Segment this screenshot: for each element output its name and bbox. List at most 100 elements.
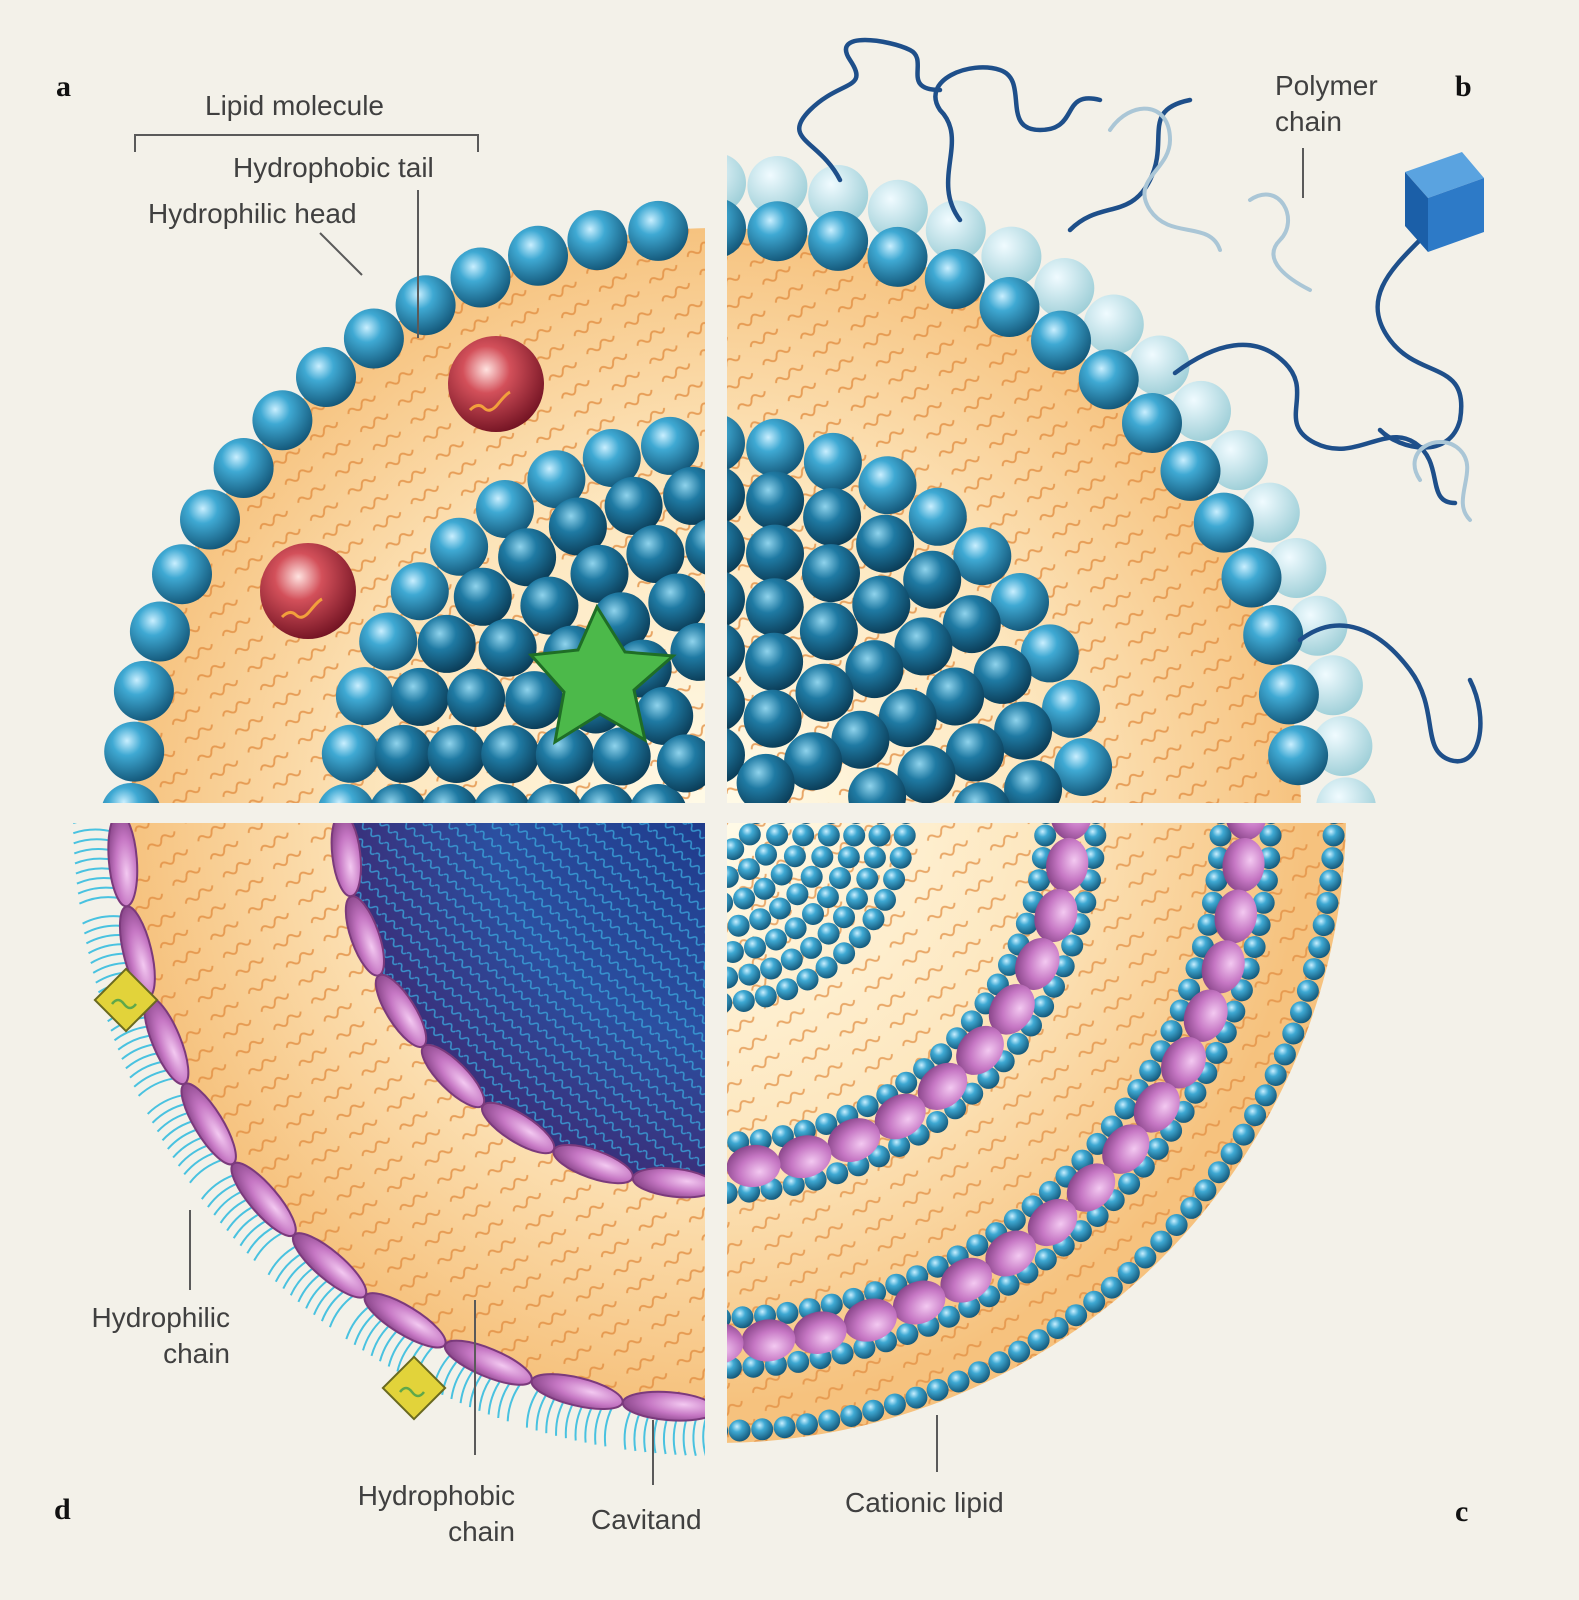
lipid-head [1252, 891, 1275, 914]
cationic-lipid [1222, 837, 1265, 892]
hydrophilic-chain [525, 1388, 540, 1428]
lipid-head [843, 824, 866, 847]
lipid-head [567, 210, 628, 271]
lipid-head [395, 275, 456, 336]
lipid-head [296, 347, 356, 407]
lipid-head [924, 249, 985, 309]
lipid-head [856, 514, 915, 573]
lipid-molecule-bracket [134, 134, 479, 152]
lipid-head [883, 868, 906, 891]
lipid-head [1038, 1180, 1061, 1203]
lipid-head [903, 550, 962, 609]
lipid-head [926, 1378, 949, 1401]
lipid-head [897, 745, 956, 803]
cationic-lipid [1027, 1198, 1078, 1247]
yellow-diamond-icon [381, 1355, 447, 1421]
lipid-head [1006, 1032, 1029, 1055]
lipid-head [727, 838, 745, 861]
lipid-head [727, 200, 746, 256]
hydrophilic-chain [82, 915, 123, 925]
lipid-head [801, 823, 811, 824]
lipid-head [811, 846, 834, 868]
lipid-head [997, 1273, 1020, 1296]
pale-lipid-head [1171, 380, 1231, 441]
cationic-lipid [956, 1025, 1004, 1075]
lipid-head [498, 528, 557, 587]
lipid-head [926, 1255, 949, 1278]
lipid-head [852, 575, 911, 634]
pale-polymer-chains [1108, 106, 1472, 522]
lipid-head [1273, 1043, 1296, 1066]
lipid-head [152, 544, 212, 605]
lipid-head [738, 963, 761, 986]
lipid-head [180, 489, 240, 550]
lipid-head [1117, 1261, 1140, 1284]
hydrophilic-chain [133, 1068, 171, 1088]
lipid-head [1027, 1329, 1050, 1352]
lipid-head [883, 1393, 906, 1416]
lipid-head [760, 957, 783, 980]
lipid-head [776, 823, 786, 824]
lipid-head [991, 573, 1049, 631]
lipid-head [1207, 1161, 1230, 1184]
core-lipid-cluster [727, 416, 1113, 803]
cationic-lipid [793, 1311, 847, 1354]
lipid-head [1258, 664, 1319, 725]
red-sphere-icon [448, 336, 544, 432]
lipid-head [858, 456, 917, 515]
lipid-head [863, 846, 886, 869]
lipid-head [738, 823, 761, 846]
lipid-head [753, 877, 776, 900]
lipid-head [792, 824, 815, 847]
lipid-head [845, 640, 904, 699]
hydrophilic-chain [497, 1379, 513, 1419]
lipid-head [769, 897, 791, 920]
lipid-head [1015, 912, 1038, 935]
lipid-head [422, 784, 478, 803]
panel-label-c: c [1455, 1495, 1469, 1528]
lipid-head [826, 1162, 849, 1185]
lipid-head [1316, 891, 1339, 914]
lipid-head [417, 614, 476, 673]
lipid-head [1061, 934, 1084, 957]
lipid-head [930, 1043, 953, 1066]
lipid-head [776, 978, 799, 1001]
lipid-head [1041, 823, 1051, 824]
pale-lipid-head [747, 156, 808, 216]
hydrophilic-chain [623, 1409, 632, 1450]
lipid-head [1221, 547, 1282, 608]
lipid-head [905, 1386, 928, 1409]
lipid-head [727, 520, 745, 574]
lipid-head [979, 277, 1040, 337]
red-sphere-icon [260, 543, 356, 639]
lipid-head [1091, 823, 1101, 824]
lipid-head [745, 578, 804, 637]
lipid-head [548, 497, 607, 556]
lipid-head [755, 843, 777, 866]
lipid-head [630, 784, 686, 803]
lipid-head [685, 519, 705, 575]
lipid-head [799, 602, 858, 661]
lipid-head [817, 922, 840, 945]
lipid-head [831, 1342, 854, 1365]
lipid-head [1054, 738, 1113, 796]
lipid-head [727, 865, 739, 888]
lipid-head [1083, 1290, 1106, 1313]
lipid-head [961, 1082, 984, 1105]
lipid-head [802, 903, 824, 925]
label-hydrophilic-chain: Hydrophilic chain [91, 1302, 231, 1369]
lipid-head [743, 689, 802, 748]
panel-d-cavitand-particle [72, 823, 705, 1457]
lipid-head [592, 727, 651, 786]
hydrophilic-chain [603, 1406, 614, 1447]
lipid-head [783, 845, 806, 868]
lipid-head [893, 824, 916, 847]
lipid-head [1319, 869, 1342, 892]
lipid-head [826, 823, 836, 824]
cationic-lipid [1161, 1036, 1206, 1089]
hydrophilic-chain [267, 1245, 297, 1276]
blue-block-icon [1405, 152, 1484, 252]
hydrophilic-chain [83, 924, 124, 935]
lipid-head [727, 416, 745, 470]
